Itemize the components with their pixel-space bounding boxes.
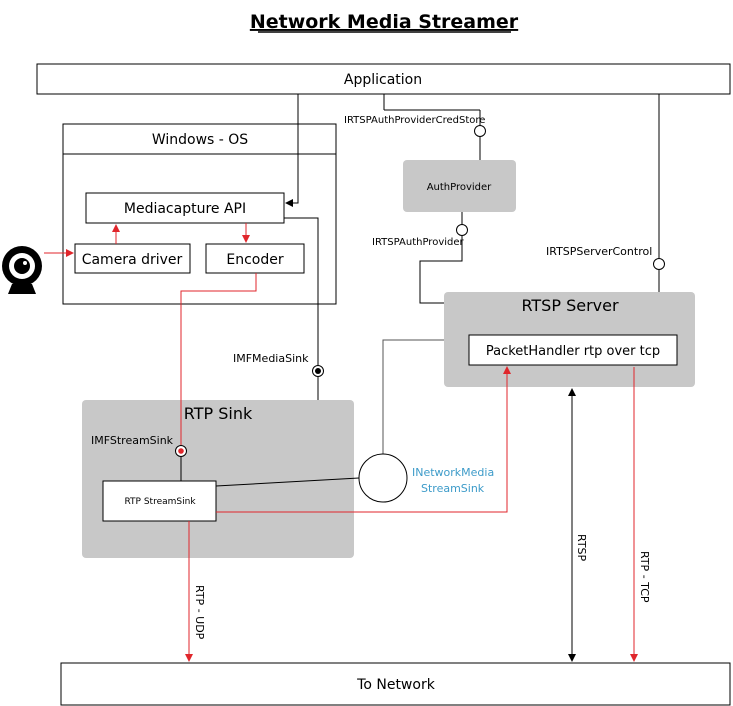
encoder-to-streamsink-line xyxy=(180,273,257,445)
imfstreamsink-label: IMFStreamSink xyxy=(91,434,174,447)
authprovider-interface-label: IRTSPAuthProvider xyxy=(372,237,465,248)
streamsink-to-networkmedia-line xyxy=(215,477,360,487)
servercontrol-interface xyxy=(653,258,665,270)
rtsp-link-label: RTSP xyxy=(575,534,588,562)
rtp-sink-label: RTP Sink xyxy=(184,404,253,423)
authprovider-to-rtsp-line xyxy=(419,236,463,304)
camera-driver-box xyxy=(74,243,191,274)
packethandler-box xyxy=(468,334,678,366)
rtp-udp-label: RTP - UDP xyxy=(193,585,206,640)
inetworkmedia-label-line1: INetworkMedia xyxy=(412,466,494,479)
diagram-title: Network Media Streamer xyxy=(250,11,519,33)
imfmediasink-socket xyxy=(315,368,321,374)
rtp-streamsink-label: RTP StreamSink xyxy=(124,497,196,507)
imfmediasink-label: IMFMediaSink xyxy=(233,352,309,365)
rtsp-to-networkmedia-arrow xyxy=(378,339,444,469)
authprovider-label: AuthProvider xyxy=(427,182,492,193)
credstore-label: IRTSPAuthProviderCredStore xyxy=(344,115,485,126)
mediacapture-api-box xyxy=(85,192,285,224)
windows-os-label: Windows - OS xyxy=(152,132,248,148)
rtp-sink-box xyxy=(82,400,354,558)
app-to-mediacapture-arrow xyxy=(285,94,299,207)
imfstreamsink-socket xyxy=(178,448,184,454)
authprovider-box xyxy=(403,160,516,212)
streamsink-to-packethandler-arrow xyxy=(216,366,511,513)
encoder-box xyxy=(205,243,305,274)
encoder-label: Encoder xyxy=(226,252,283,268)
rtp-tcp-label: RTP - TCP xyxy=(638,551,651,603)
packethandler-label: PacketHandler rtp over tcp xyxy=(486,344,660,359)
inetworkmedia-streamsink-interface xyxy=(358,453,408,503)
rtsp-server-label: RTSP Server xyxy=(521,296,619,315)
mediacapture-to-mediasink-line xyxy=(284,217,319,365)
application-label: Application xyxy=(344,72,422,88)
webcam-icon xyxy=(2,246,42,294)
to-network-label: To Network xyxy=(356,677,436,693)
inetworkmedia-label-line2: StreamSink xyxy=(421,482,485,495)
authprovider-interface xyxy=(456,224,468,236)
credstore-interface xyxy=(474,125,486,137)
servercontrol-label: IRTSPServerControl xyxy=(546,245,652,258)
mediacapture-api-label: Mediacapture API xyxy=(124,201,246,217)
to-network-box xyxy=(60,662,731,706)
rtp-streamsink-box xyxy=(102,480,217,522)
camera-driver-label: Camera driver xyxy=(82,252,183,268)
